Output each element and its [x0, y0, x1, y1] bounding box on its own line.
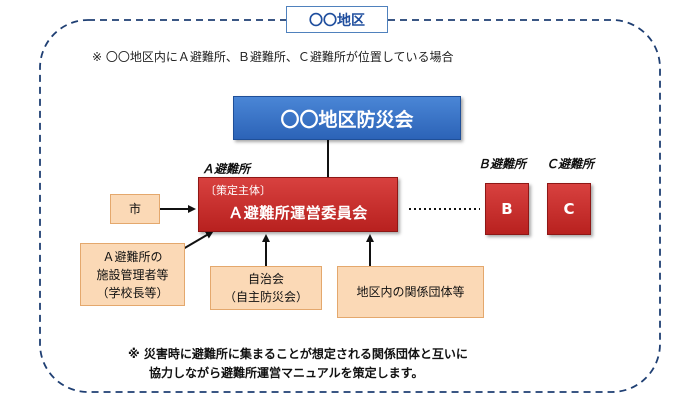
- related-groups-box: 地区内の関係団体等: [337, 266, 484, 318]
- top-note: ※ 〇〇地区内にＡ避難所、Ｂ避難所、Ｃ避難所が位置している場合: [92, 50, 454, 64]
- facility-line-3: （学校長等）: [96, 285, 169, 300]
- shelter-c-label: Ｃ避難所: [546, 157, 595, 171]
- neighborhood-line-2: （自主防災会）: [223, 290, 308, 304]
- neighborhood-line-1: 自治会: [247, 272, 284, 286]
- council-box: 〇〇地区防災会: [233, 96, 461, 140]
- shelter-b-label: Ｂ避難所: [478, 157, 527, 171]
- neighborhood-box: 自治会 （自主防災会）: [210, 266, 322, 310]
- related-groups-label: 地区内の関係団体等: [356, 285, 465, 299]
- area-tab: 〇〇地区: [286, 6, 388, 33]
- committee-name: Ａ避難所運営委員会: [228, 204, 368, 222]
- shelter-b-box: B: [485, 183, 529, 235]
- shelter-c-box: C: [547, 183, 591, 235]
- bottom-note-line-1: ※ 災害時に避難所に集まることが想定される関係団体と互いに: [128, 347, 468, 361]
- facility-line-2: 施設管理者等: [96, 267, 169, 282]
- city-box: 市: [110, 194, 160, 224]
- district-boundary: [39, 19, 661, 393]
- city-label: 市: [128, 202, 141, 216]
- bottom-note: ※ 災害時に避難所に集まることが想定される関係団体と互いに 協力しながら避難所運…: [128, 345, 468, 382]
- facility-manager-box: Ａ避難所の 施設管理者等 （学校長等）: [80, 243, 185, 306]
- shelter-a-label: Ａ避難所: [202, 162, 251, 176]
- committee-box: 〔策定主体〕 Ａ避難所運営委員会: [198, 177, 398, 232]
- bottom-note-line-2: 協力しながら避難所運営マニュアルを策定します。: [149, 365, 424, 380]
- committee-tag: 〔策定主体〕: [205, 184, 271, 197]
- facility-line-1: Ａ避難所の: [102, 249, 163, 264]
- arrow-facility-to-committee: [182, 230, 214, 250]
